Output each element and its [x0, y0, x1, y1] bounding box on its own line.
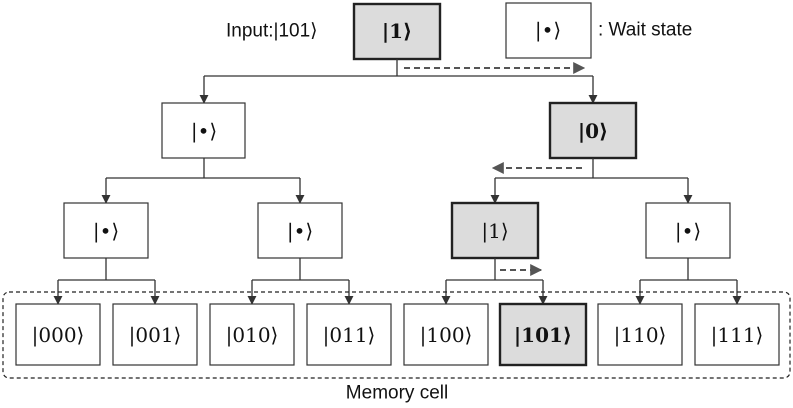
memory-cell-110: |110⟩ [597, 303, 683, 366]
memory-cell-011-label: |011⟩ [323, 323, 376, 348]
edges-root [199, 59, 598, 104]
memory-cell-caption: Memory cell [346, 383, 448, 404]
level1-right-node: |0⟩ [548, 101, 638, 160]
memory-cell-001-label: |001⟩ [129, 323, 182, 348]
level2-node-d-label: |•⟩ [675, 219, 701, 244]
memory-cell-011: |011⟩ [306, 303, 392, 366]
root-node: |1⟩ [352, 2, 442, 61]
memory-cell-001: |001⟩ [112, 303, 198, 366]
memory-cell-111: |111⟩ [694, 303, 780, 366]
level1-left-label: |•⟩ [191, 119, 217, 144]
edges-level2 [53, 258, 742, 305]
memory-cell-100-label: |100⟩ [420, 323, 473, 348]
level2-node-b: |•⟩ [257, 202, 343, 259]
level2-node-b-label: |•⟩ [287, 219, 313, 244]
memory-cells: |000⟩ |001⟩ |010⟩ |011⟩ |100⟩ |101⟩ |110… [15, 302, 780, 367]
memory-cell-110-label: |110⟩ [614, 323, 667, 348]
root-node-label: |1⟩ [382, 19, 412, 43]
memory-cell-101-label: |101⟩ [514, 323, 572, 347]
level1-right-label: |0⟩ [578, 119, 608, 143]
legend-wait-state-symbol: |•⟩ [535, 18, 561, 43]
legend: |•⟩ : Wait state [505, 2, 692, 59]
level2-node-a-label: |•⟩ [93, 219, 119, 244]
level2-node-a: |•⟩ [63, 202, 149, 259]
memory-cell-100: |100⟩ [403, 303, 489, 366]
memory-cell-000: |000⟩ [15, 303, 101, 366]
memory-cell-111-label: |111⟩ [711, 323, 764, 348]
level2-node-c: |1⟩ [450, 201, 540, 260]
memory-cell-region [2, 291, 791, 379]
memory-cell-010-label: |010⟩ [226, 323, 279, 348]
memory-cell-101: |101⟩ [498, 302, 588, 367]
memory-cell-000-label: |000⟩ [32, 323, 85, 348]
legend-wait-state-text: : Wait state [598, 20, 692, 41]
memory-cell-010: |010⟩ [209, 303, 295, 366]
input-label: Input:|101⟩ [226, 21, 318, 42]
level2-node-d: |•⟩ [645, 202, 731, 259]
level1-left-node: |•⟩ [161, 102, 246, 159]
edges-level1 [101, 158, 693, 204]
level2-node-c-label: |1⟩ [481, 219, 508, 244]
legend-wait-state-box [505, 2, 592, 59]
